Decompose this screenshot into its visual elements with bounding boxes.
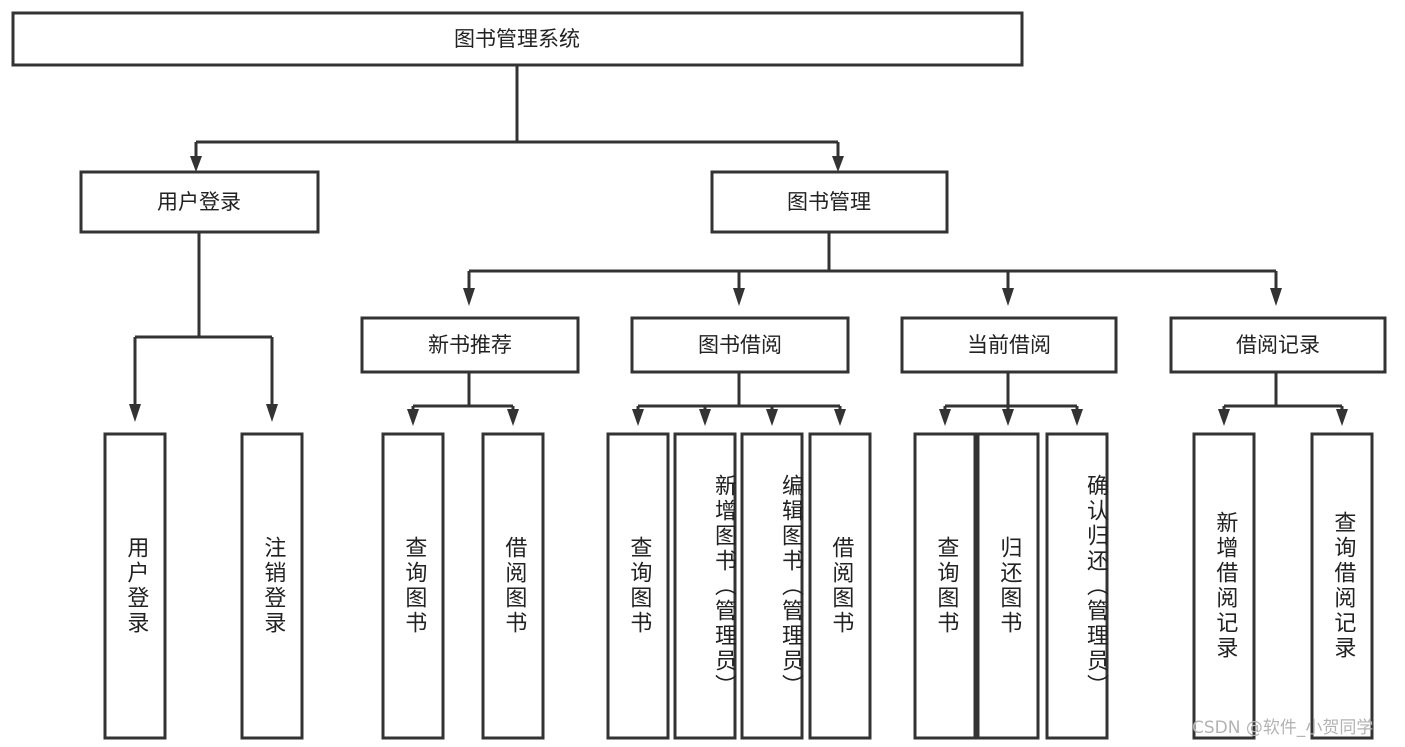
node-leaf-query-book-2[interactable] (606, 432, 670, 740)
node-leaf-query-record[interactable] (1310, 432, 1374, 740)
connector-bookborrow-to-leaves (632, 372, 846, 426)
node-leaf-logout-login[interactable] (240, 432, 304, 740)
node-root[interactable]: 图书管理系统 (11, 11, 1024, 67)
connector-bookmgmt-to-level3 (463, 232, 1282, 306)
node-new-book-recommend[interactable]: 新书推荐 (360, 316, 580, 374)
node-leaf-query-book-3[interactable] (913, 432, 977, 740)
connector-newbook-to-leaves (407, 372, 519, 426)
node-leaf-user-login[interactable] (103, 432, 167, 740)
node-user-login[interactable]: 用户登录 (79, 170, 320, 234)
node-book-borrow[interactable]: 图书借阅 (630, 316, 850, 374)
watermark: CSDN @软件_小贺同学 (1192, 718, 1374, 738)
node-book-borrow-label: 图书借阅 (698, 333, 782, 357)
node-leaf-query-book-1[interactable] (381, 432, 445, 740)
connector-userlogin-to-leaves (129, 232, 278, 422)
node-book-management[interactable]: 图书管理 (710, 170, 949, 234)
node-leaf-borrow-book-1[interactable] (481, 432, 545, 740)
node-leaf-edit-book[interactable] (740, 432, 804, 740)
connector-currentborrow-to-leaves (939, 372, 1083, 426)
node-user-login-label: 用户登录 (157, 190, 241, 214)
connector-root-to-level2 (190, 65, 844, 172)
node-current-borrow[interactable]: 当前借阅 (900, 316, 1118, 374)
node-leaf-borrow-book-2[interactable] (808, 432, 872, 740)
node-borrow-record-label: 借阅记录 (1236, 333, 1320, 357)
node-leaf-add-book[interactable] (673, 432, 737, 740)
node-root-label: 图书管理系统 (454, 27, 580, 51)
node-leaf-add-record[interactable] (1192, 432, 1256, 740)
node-book-management-label: 图书管理 (787, 190, 871, 214)
node-leaf-return-book[interactable] (976, 432, 1040, 740)
node-current-borrow-label: 当前借阅 (967, 333, 1051, 357)
node-leaf-confirm-return[interactable] (1045, 432, 1109, 740)
node-borrow-record[interactable]: 借阅记录 (1169, 316, 1387, 374)
node-new-book-recommend-label: 新书推荐 (428, 333, 512, 357)
connector-borrowrecord-to-leaves (1218, 372, 1348, 426)
